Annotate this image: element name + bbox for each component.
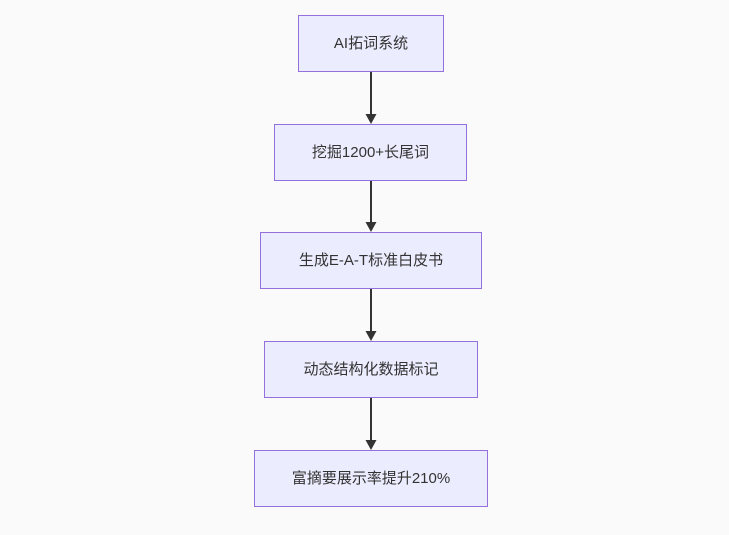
- flow-node-structured-data: 动态结构化数据标记: [264, 341, 478, 398]
- flow-node-ai-keyword-system: AI拓词系统: [298, 15, 444, 72]
- flow-node-rich-snippet-result: 富摘要展示率提升210%: [254, 450, 488, 507]
- edge-c-to-d: [365, 289, 377, 341]
- arrowhead-icon: [365, 222, 377, 232]
- arrowhead-icon: [365, 331, 377, 341]
- flow-node-eat-whitepaper: 生成E-A-T标准白皮书: [260, 232, 482, 289]
- flow-node-label: 生成E-A-T标准白皮书: [298, 251, 444, 269]
- arrowhead-icon: [365, 114, 377, 124]
- arrowhead-icon: [365, 440, 377, 450]
- flow-node-label: 富摘要展示率提升210%: [291, 469, 451, 487]
- flow-node-longtail-mining: 挖掘1200+长尾词: [274, 124, 467, 181]
- flow-node-label: 动态结构化数据标记: [303, 360, 439, 378]
- flow-node-label: 挖掘1200+长尾词: [311, 143, 430, 161]
- edge-b-to-c: [365, 181, 377, 232]
- edge-d-to-e: [365, 398, 377, 450]
- flow-node-label: AI拓词系统: [333, 34, 409, 52]
- edge-a-to-b: [365, 72, 377, 124]
